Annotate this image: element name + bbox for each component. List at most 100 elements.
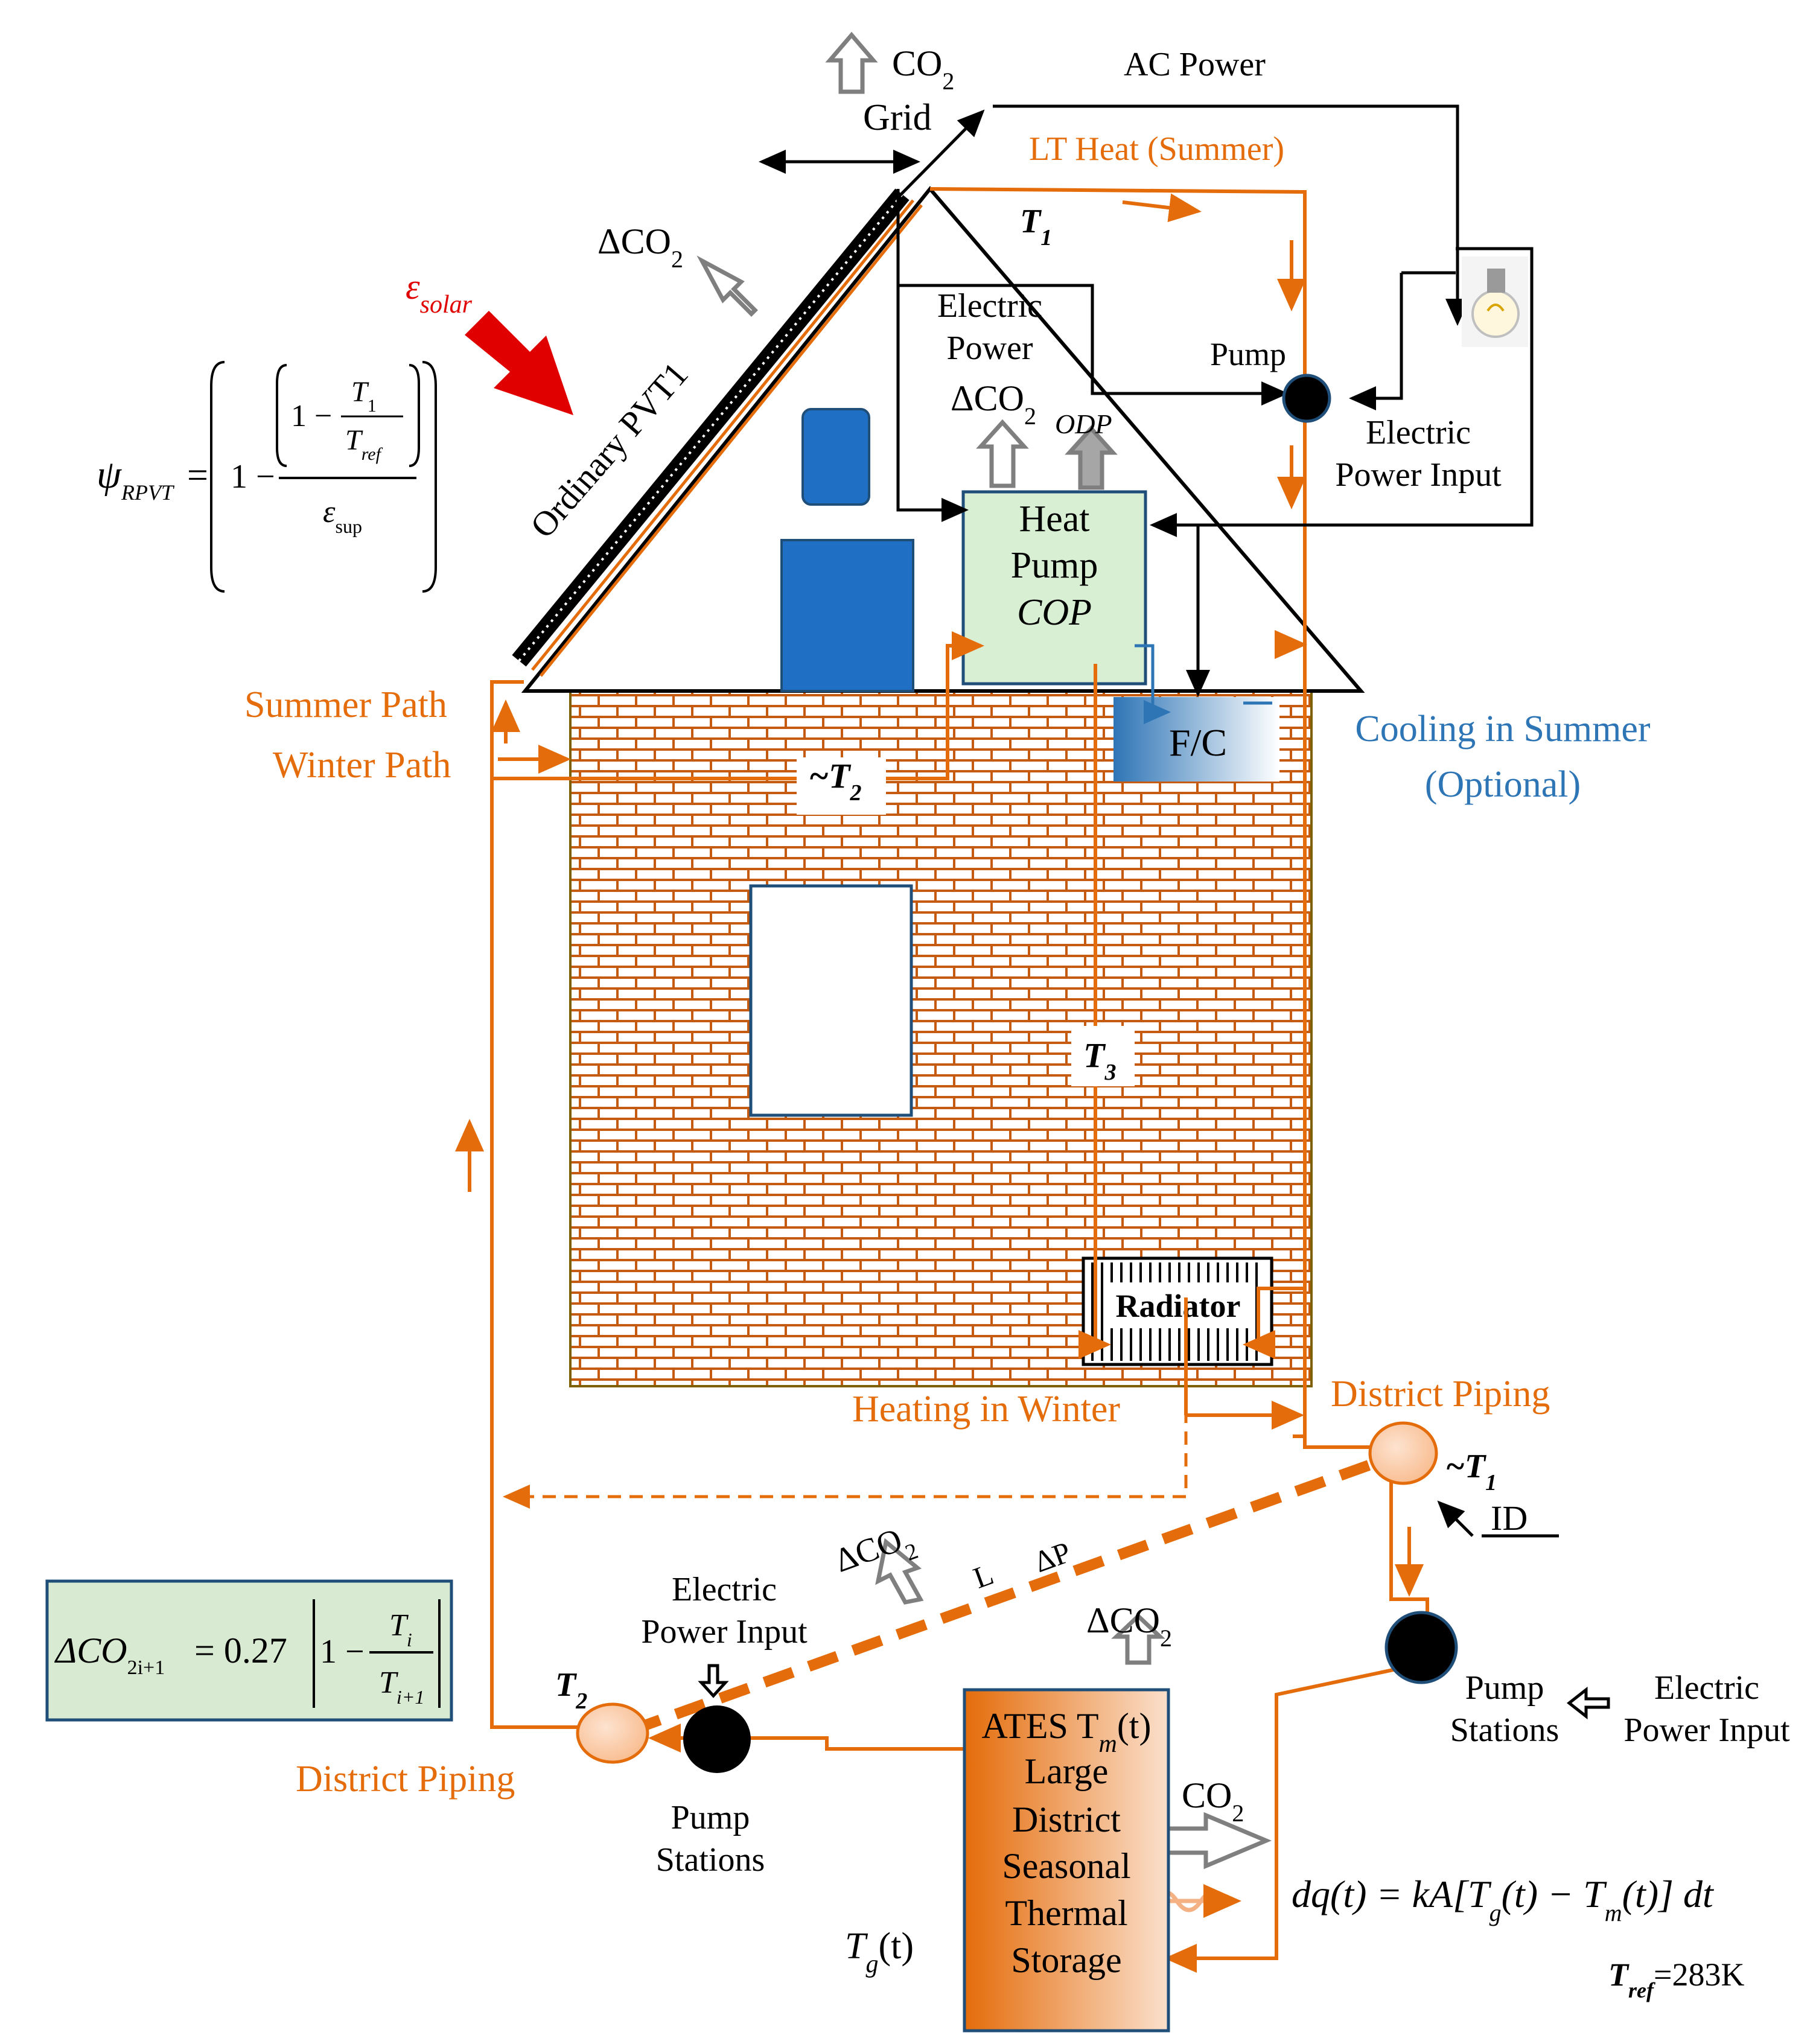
ac-power-label: AC Power [1124, 46, 1266, 83]
electric-power-input-right-line1: Electric [1654, 1669, 1759, 1707]
heat-flux-m: m [1605, 1899, 1622, 1926]
co2-ates-label: CO [1182, 1775, 1232, 1815]
tg-tail: (t) [878, 1926, 914, 1967]
svg-text:T3: T3 [1083, 1036, 1116, 1085]
svg-text:=: = [187, 455, 208, 496]
psi-inner: 1 − [291, 399, 332, 433]
dco2-one: 1 − [320, 1633, 365, 1670]
svg-text:CO2: CO2 [892, 43, 954, 95]
ates-line6: Storage [1011, 1940, 1121, 1980]
heat-pump-line2: Pump [1011, 545, 1098, 586]
odp-arrow-icon [1065, 425, 1118, 490]
cooling-line2: (Optional) [1425, 764, 1581, 805]
co2-up-arrow-icon [825, 31, 878, 94]
heat-flux-part2: (t) − T [1502, 1873, 1608, 1915]
svg-text:CO2: CO2 [1182, 1775, 1244, 1827]
pump-stations-right-line2: Stations [1450, 1711, 1559, 1749]
svg-text:Tref=283K: Tref=283K [1608, 1956, 1744, 2002]
dco2-ti-sub: i [407, 1629, 412, 1651]
svg-text:ATES Tm(t): ATES Tm(t) [982, 1706, 1152, 1758]
svg-text:Ti: Ti [389, 1608, 412, 1651]
electric-power-input-mid-line1: Electric [672, 1571, 777, 1608]
tg-label: T [845, 1926, 868, 1967]
svg-text:ΔCO2i+1: ΔCO2i+1 [54, 1631, 165, 1679]
co2-top-label: CO [892, 43, 942, 83]
tref-sub: ref [1628, 1978, 1655, 2002]
svg-text:T1: T1 [1020, 203, 1052, 250]
electric-power-input-line1: Electric [1366, 414, 1471, 451]
ates-storage: ATES Tm(t) Large District Seasonal Therm… [963, 1688, 1170, 2033]
electric-power-input-line2: Power Input [1335, 456, 1502, 494]
delta-co2-roof-label: ΔCO [597, 221, 671, 261]
delta-co2-hp-arrow-icon [976, 419, 1029, 488]
hollow-arrows [696, 31, 1610, 1870]
psi-tref-sub: ref [362, 444, 383, 464]
t3-label: T [1083, 1036, 1106, 1075]
pump-label: Pump [1210, 336, 1286, 372]
psi-tref: T [345, 424, 363, 456]
district-piping-right-label: District Piping [1331, 1374, 1550, 1415]
t1-roof-label: T [1020, 203, 1042, 240]
co2-right-arrow-icon [1165, 1812, 1272, 1870]
t3-sub: 3 [1104, 1060, 1116, 1085]
summer-path-label: Summer Path [244, 684, 447, 725]
delta-co2-roof-sub: 2 [671, 246, 683, 273]
delta-co2-roof-arrow-icon [696, 255, 758, 317]
district-node-left [576, 1702, 649, 1764]
pump-stations-right-line1: Pump [1465, 1669, 1544, 1707]
fc-label: F/C [1169, 721, 1227, 764]
tref-value: =283K [1654, 1956, 1744, 1993]
fan-coil: F/C [1113, 697, 1279, 782]
t1-roof-sub: 1 [1040, 225, 1052, 250]
svg-text:ΔCO2: ΔCO2 [1086, 1600, 1172, 1652]
attic-tank-small [801, 408, 870, 506]
dco2-ti1: T [379, 1666, 398, 1700]
tref-label: T [1608, 1956, 1630, 1993]
pump-stations-left-line1: Pump [671, 1799, 750, 1836]
heat-pump: Heat Pump COP [961, 490, 1147, 686]
window [749, 884, 913, 1117]
lt-heat-label: LT Heat (Summer) [1029, 130, 1284, 168]
winter-path-label: Winter Path [273, 745, 451, 786]
heat-pump-cop: COP [1017, 592, 1092, 633]
epsilon-solar-sub: solar [420, 291, 473, 319]
heat-flux-equation: dq(t) = kA[Tg(t) − Tm(t)] dt [1292, 1873, 1715, 1926]
pump-station-right [1384, 1611, 1458, 1684]
delta-co2-equation: ΔCO2i+1 = 0.27 1 − Ti Ti+1 [45, 1579, 453, 1722]
electric-power-input-right-line2: Power Input [1623, 1711, 1790, 1749]
blue-piping [1135, 644, 1272, 724]
light-bulb-icon [1462, 256, 1528, 347]
dco2-lhs: ΔCO [54, 1631, 127, 1670]
electric-power-line1: Electric [937, 287, 1042, 325]
psi-lhs: ψ [97, 453, 122, 497]
delta-co2-hp-label: ΔCO [951, 378, 1024, 418]
heat-flux-part3: (t)] dt [1622, 1873, 1715, 1915]
black-wiring [759, 104, 1559, 1538]
attic-tank-large [780, 539, 914, 692]
svg-text:~T2: ~T2 [809, 756, 861, 806]
psi-t1-sub: 1 [368, 396, 377, 416]
cooling-line1: Cooling in Summer [1355, 708, 1650, 750]
svg-text:Tref: Tref [345, 424, 383, 464]
heating-winter-label: Heating in Winter [852, 1389, 1120, 1430]
svg-text:ΔCO2: ΔCO2 [597, 221, 683, 273]
grid-label: Grid [863, 97, 932, 138]
heat-flux-g: g [1489, 1899, 1502, 1926]
t1-district-label: ~T [1445, 1448, 1487, 1485]
solar-arrow-icon [465, 311, 573, 415]
pump-stations-left-line2: Stations [656, 1841, 765, 1879]
svg-text:Tg(t): Tg(t) [845, 1926, 914, 1978]
ates-line2: Large [1025, 1751, 1109, 1791]
ates-line1-sub: m [1098, 1730, 1117, 1758]
delta-co2-hp-sub: 2 [1024, 403, 1036, 430]
odp-label: ODP [1055, 409, 1112, 439]
psi-eps: ε [323, 495, 336, 529]
electric-input-down-arrow-icon [698, 1664, 729, 1698]
ates-line4: Seasonal [1002, 1846, 1130, 1886]
svg-text:~T1: ~T1 [1445, 1448, 1497, 1495]
dco2-ti: T [389, 1608, 409, 1643]
electric-power-line2: Power [946, 330, 1033, 367]
dco2-ti1-sub: i+1 [397, 1686, 424, 1708]
